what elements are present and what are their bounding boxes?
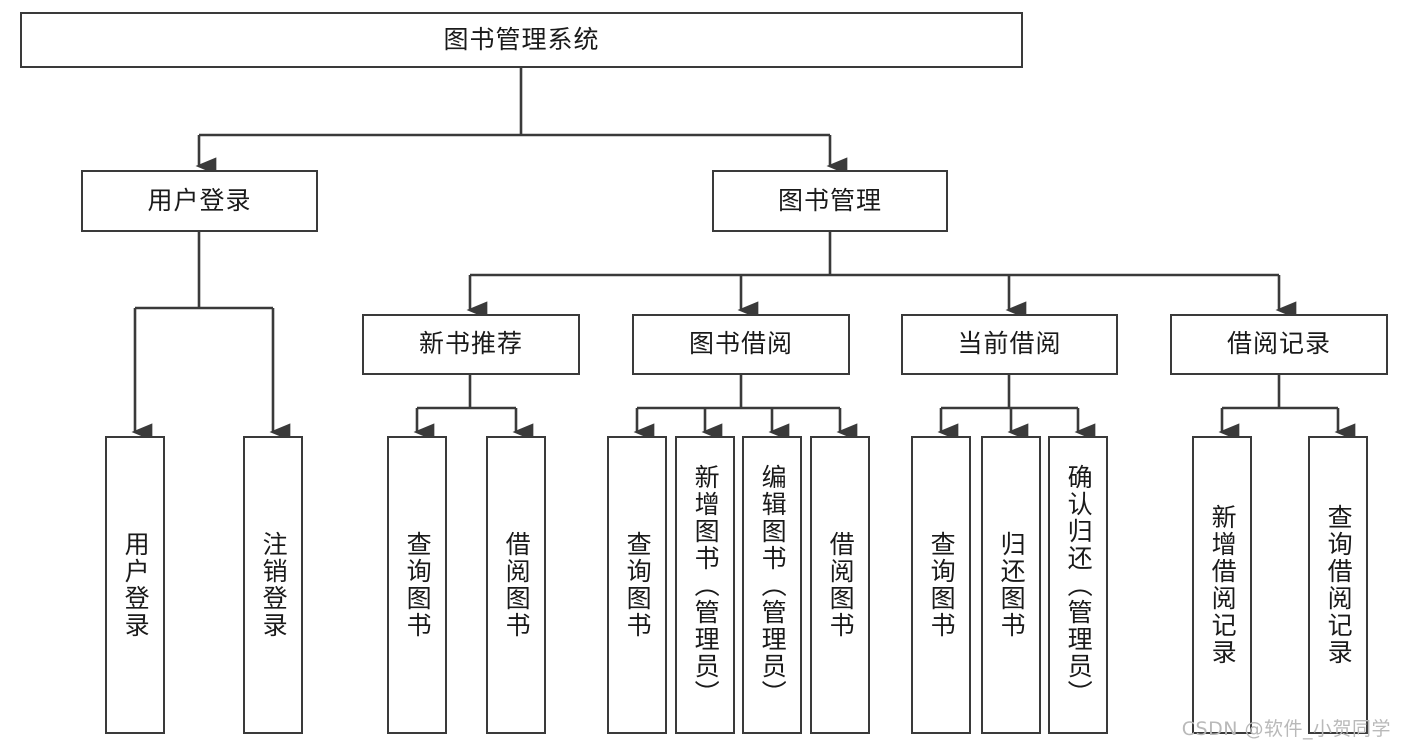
leaf-query-book-recommend[interactable]: 查询图书 <box>387 436 447 734</box>
leaf-query-book-borrow-label: 查询图书 <box>623 531 653 639</box>
leaf-borrow-book-label: 借阅图书 <box>826 531 856 639</box>
leaf-edit-book-admin-label: 编辑图书（管理员） <box>758 463 788 707</box>
node-book-management[interactable]: 图书管理 <box>712 170 948 232</box>
leaf-add-book-admin[interactable]: 新增图书（管理员） <box>675 436 735 734</box>
leaf-query-borrow-record-label: 查询借阅记录 <box>1324 504 1354 666</box>
node-new-book-recommend-label: 新书推荐 <box>418 329 523 359</box>
leaf-query-book-borrow[interactable]: 查询图书 <box>607 436 667 734</box>
node-user-login[interactable]: 用户登录 <box>81 170 318 232</box>
leaf-add-book-admin-label: 新增图书（管理员） <box>691 463 721 707</box>
node-current-borrow[interactable]: 当前借阅 <box>901 314 1118 375</box>
node-root[interactable]: 图书管理系统 <box>20 12 1023 68</box>
node-book-borrow-label: 图书借阅 <box>688 329 793 359</box>
leaf-query-book-current[interactable]: 查询图书 <box>911 436 971 734</box>
leaf-query-book-current-label: 查询图书 <box>927 531 957 639</box>
node-current-borrow-label: 当前借阅 <box>957 329 1062 359</box>
csdn-watermark: CSDN @软件_小贺同学 <box>1181 718 1391 740</box>
leaf-confirm-return-admin[interactable]: 确认归还（管理员） <box>1048 436 1108 734</box>
leaf-borrow-book-recommend-label: 借阅图书 <box>502 531 532 639</box>
leaf-query-borrow-record[interactable]: 查询借阅记录 <box>1308 436 1368 734</box>
leaf-add-borrow-record-label: 新增借阅记录 <box>1208 504 1238 666</box>
node-borrow-records-label: 借阅记录 <box>1226 329 1331 359</box>
leaf-logout[interactable]: 注销登录 <box>243 436 303 734</box>
leaf-user-login-label: 用户登录 <box>121 531 151 639</box>
leaf-return-book-label: 归还图书 <box>997 531 1027 639</box>
leaf-logout-label: 注销登录 <box>259 531 289 639</box>
leaf-add-borrow-record[interactable]: 新增借阅记录 <box>1192 436 1252 734</box>
node-new-book-recommend[interactable]: 新书推荐 <box>362 314 580 375</box>
leaf-confirm-return-admin-label: 确认归还（管理员） <box>1064 463 1094 707</box>
node-user-login-label: 用户登录 <box>147 185 252 215</box>
node-book-borrow[interactable]: 图书借阅 <box>632 314 850 375</box>
node-borrow-records[interactable]: 借阅记录 <box>1170 314 1388 375</box>
node-book-management-label: 图书管理 <box>777 185 882 215</box>
node-root-label: 图书管理系统 <box>443 24 600 54</box>
leaf-query-book-recommend-label: 查询图书 <box>403 531 433 639</box>
leaf-return-book[interactable]: 归还图书 <box>981 436 1041 734</box>
leaf-borrow-book-recommend[interactable]: 借阅图书 <box>486 436 546 734</box>
leaf-user-login[interactable]: 用户登录 <box>105 436 165 734</box>
leaf-edit-book-admin[interactable]: 编辑图书（管理员） <box>742 436 802 734</box>
leaf-borrow-book[interactable]: 借阅图书 <box>810 436 870 734</box>
